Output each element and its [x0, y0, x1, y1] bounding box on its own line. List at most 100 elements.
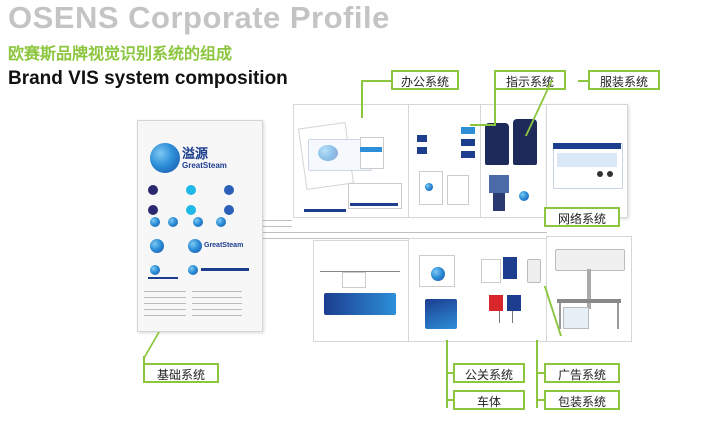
color-swatch-blue [224, 205, 234, 215]
booklet [503, 257, 517, 279]
bus-shelter-post [617, 303, 619, 329]
page-title-chinese: 欧赛斯品牌视觉识别系统的组成 [8, 44, 233, 63]
spec-text-line [192, 297, 242, 298]
leader-line [536, 399, 545, 401]
brand-name-cn: 溢源 [182, 146, 209, 161]
spec-text-line [144, 297, 186, 298]
banner-rod [320, 271, 400, 272]
page-title: OSENS Corporate Profile [8, 0, 390, 35]
spec-text-line [144, 291, 186, 292]
box-logo-icon [431, 267, 445, 281]
folder-stripe [350, 203, 398, 206]
spec-text-line [192, 315, 242, 316]
logo-wordmark: GreatSteam [204, 242, 244, 249]
logo-variant-icon [168, 217, 178, 227]
website-banner [557, 153, 617, 167]
leader-line [536, 372, 545, 374]
spec-text-line [144, 309, 186, 310]
pr-system-panel [313, 240, 410, 342]
bag-logo-icon [425, 183, 433, 191]
logo-variant-icon [216, 217, 226, 227]
label-basic-system: 基础系统 [143, 363, 219, 383]
sign-plate [417, 147, 427, 154]
ads-system-panel [546, 236, 632, 342]
bus-shelter-post [559, 303, 561, 329]
leader-line [361, 80, 391, 82]
color-swatch-navy [148, 185, 158, 195]
connector-line [262, 238, 552, 239]
uniform-shirt [489, 175, 509, 193]
brand-logo-icon [150, 143, 180, 173]
leader-line [143, 356, 145, 365]
flag-stand [499, 311, 513, 323]
leader-line [361, 80, 363, 118]
spec-text-line [192, 303, 242, 304]
logo-variant-icon [188, 265, 198, 275]
website-thumbnail [607, 171, 613, 177]
suit-jacket [513, 119, 537, 165]
bus-shelter [557, 299, 621, 303]
label-pr-system: 公关系统 [453, 363, 525, 383]
logo-variant-icon [193, 217, 203, 227]
bus-shelter-panel [563, 307, 589, 329]
connector-line [262, 226, 292, 227]
leader-line [578, 80, 590, 82]
sign-plate [461, 151, 475, 158]
connector-line [262, 220, 292, 221]
label-vehicle: 车体 [453, 390, 525, 410]
page-subtitle: Brand VIS system composition [8, 68, 288, 89]
leader-line [446, 340, 448, 408]
spec-text-line [192, 291, 242, 292]
shopping-bag [447, 175, 469, 205]
uniform-pants [493, 193, 505, 211]
label-ads-system: 广告系统 [544, 363, 620, 383]
desk-flag [507, 295, 521, 311]
label-packaging-system: 包装系统 [544, 390, 620, 410]
billboard [555, 249, 625, 271]
label-signage-system: 指示系统 [494, 70, 566, 90]
signage-system-panel [408, 104, 482, 218]
sign-plate [417, 135, 427, 142]
leader-line [446, 399, 454, 401]
logo-variant-icon [150, 217, 160, 227]
shopping-bag [419, 171, 443, 205]
id-card [360, 137, 384, 169]
office-system-panel [293, 104, 410, 218]
web-system-panel [546, 104, 628, 218]
gift-box [425, 299, 457, 329]
sign-plate [461, 127, 475, 134]
leader-line [470, 124, 496, 126]
reception-desk [324, 293, 396, 315]
billboard-pole [587, 269, 591, 309]
folder-stripe [304, 209, 346, 212]
color-swatch-navy [148, 205, 158, 215]
leader-line [536, 340, 538, 408]
color-swatch-cyan [186, 185, 196, 195]
logo-variant-icon [188, 239, 202, 253]
website-header-bar [553, 143, 621, 149]
apparel-system-panel [480, 104, 548, 218]
leader-line [494, 80, 496, 126]
brand-name-en: GreatSteam [182, 161, 227, 170]
envelope-logo-icon [318, 145, 338, 161]
label-office-system: 办公系统 [391, 70, 459, 90]
spec-text-line [192, 309, 242, 310]
spec-text-line [144, 303, 186, 304]
hanging-banner [342, 272, 366, 288]
basic-system-panel: 溢源 GreatSteam GreatSteam [137, 120, 263, 332]
leader-line [143, 332, 161, 358]
cup [527, 259, 541, 283]
logo-variant-icon [150, 239, 164, 253]
connector-line [262, 232, 547, 233]
sign-plate [461, 139, 475, 146]
booklet [481, 259, 501, 283]
logo-wordmark-bar [148, 277, 178, 279]
spec-text-line [144, 315, 186, 316]
color-swatch-blue [224, 185, 234, 195]
leader-line [446, 372, 454, 374]
id-card-band [360, 147, 382, 152]
website-thumbnail [597, 171, 603, 177]
merchandise-panel [408, 238, 548, 342]
logo-wordmark-bar [201, 268, 249, 271]
suit-jacket [485, 123, 509, 165]
